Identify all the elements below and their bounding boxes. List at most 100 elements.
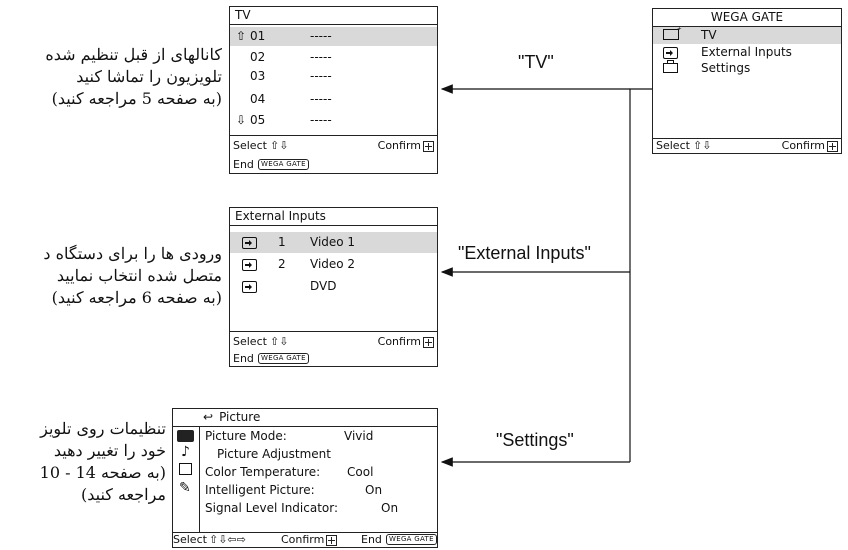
description-line: متصل شده انتخاب نمایید xyxy=(56,266,222,285)
setting-label: Picture Adjustment xyxy=(217,447,331,461)
wega-gate-key: WEGA GATE xyxy=(258,353,309,364)
setting-value: Cool xyxy=(347,465,374,479)
channel-row[interactable]: ⇧ 01 ----- xyxy=(230,27,437,46)
tv-title: TV xyxy=(230,7,437,25)
select-arrows-icon: ⇧⇩⇦⇨ xyxy=(209,533,246,546)
channel-row[interactable]: ⇩ 05 ----- xyxy=(230,111,437,130)
wega-footer: Select ⇧⇩ Confirm xyxy=(653,138,841,153)
input-name: Video 2 xyxy=(310,257,356,271)
setting-row[interactable]: Picture Adjustment xyxy=(217,445,433,463)
setting-label: Signal Level Indicator: xyxy=(205,501,339,515)
arrow-label-external: "External Inputs" xyxy=(458,243,591,263)
description-line: (به صفحه 6 مراجعه کنید) xyxy=(51,288,222,307)
setting-row[interactable]: Intelligent Picture: On xyxy=(205,481,433,499)
setting-label: Intelligent Picture: xyxy=(205,483,315,497)
description-line: کانالهای از قبل تنظیم شده xyxy=(45,45,222,64)
settings-footer: Select ⇧⇩⇦⇨ Confirm End WEGA GATE xyxy=(173,532,437,547)
footer-select: Select xyxy=(173,533,207,546)
description-line: (به صفحه 14 - 10 xyxy=(39,463,166,482)
toolbox-icon xyxy=(663,63,678,73)
description-line: ورودی ها را برای دستگاه د xyxy=(43,244,222,263)
confirm-icon xyxy=(326,535,337,546)
description-line: مراجعه کنید) xyxy=(80,485,166,504)
footer-end: End xyxy=(233,352,254,365)
description-line: خود را تغییر دهید xyxy=(53,441,166,460)
scroll-down-icon: ⇩ xyxy=(236,113,247,127)
description-line: تنظیمات روی تلویز xyxy=(40,419,166,438)
settings-icon-column xyxy=(173,426,200,533)
wega-item-label: Settings xyxy=(701,61,751,75)
footer-confirm: Confirm xyxy=(377,335,421,348)
external-description: ورودی ها را برای دستگاه د متصل شده انتخا… xyxy=(43,243,222,309)
footer-select: Select xyxy=(233,335,267,348)
tv-description: کانالهای از قبل تنظیم شده تلویزیون را تم… xyxy=(45,44,222,110)
toolbox-icon-handle xyxy=(667,60,674,64)
footer-confirm: Confirm xyxy=(781,139,825,152)
confirm-icon xyxy=(423,141,434,152)
setting-value: On xyxy=(365,483,383,497)
wega-gate-panel: WEGA GATE ⁺ TV External Inputs Settings … xyxy=(652,8,842,154)
wega-gate-key: WEGA GATE xyxy=(258,159,309,170)
setting-label: Color Temperature: xyxy=(205,465,321,479)
wega-item-external[interactable]: External Inputs xyxy=(653,44,841,60)
arrow-label-tv: "TV" xyxy=(518,52,554,72)
external-input-icon xyxy=(663,47,678,59)
external-input-icon xyxy=(242,237,257,249)
wega-gate-title: WEGA GATE xyxy=(653,9,841,27)
tv-footer: Select ⇧⇩ Confirm End WEGA GATE xyxy=(230,135,437,174)
channel-number: 02 xyxy=(250,50,266,64)
select-arrows-icon: ⇧⇩ xyxy=(270,335,289,348)
channel-number: 04 xyxy=(250,92,266,106)
settings-title: Picture xyxy=(219,410,261,424)
channel-number: 01 xyxy=(250,29,266,43)
back-arrow-icon: ↩ xyxy=(203,410,214,424)
dvd-input-icon xyxy=(242,281,257,293)
setting-row[interactable]: Picture Mode: Vivid xyxy=(205,427,433,445)
wega-gate-key: WEGA GATE xyxy=(386,534,437,545)
footer-confirm: Confirm xyxy=(281,533,325,546)
external-inputs-title: External Inputs xyxy=(230,208,437,226)
wega-item-label: External Inputs xyxy=(701,45,792,59)
wega-item-tv[interactable]: ⁺ TV xyxy=(653,27,841,44)
settings-description: تنظیمات روی تلویز خود را تغییر دهید (به … xyxy=(40,418,166,506)
select-arrows-icon: ⇧⇩ xyxy=(270,139,289,152)
setup-category-icon[interactable]: ✎ xyxy=(179,480,191,496)
sound-category-icon[interactable]: ♪ xyxy=(181,444,190,460)
tv-icon xyxy=(663,29,679,40)
channel-number: 03 xyxy=(250,69,266,83)
tv-panel: TV ⇧ 01 ----- 02 ----- 03 ----- 04 -----… xyxy=(229,6,438,174)
input-name: DVD xyxy=(310,279,337,293)
input-row[interactable]: 1 Video 1 xyxy=(230,232,437,253)
settings-title-bar: ↩ Picture xyxy=(173,409,437,427)
select-arrows-icon: ⇧⇩ xyxy=(693,139,712,152)
channel-name: ----- xyxy=(310,50,332,64)
screen-category-icon[interactable] xyxy=(179,463,192,475)
setting-value: Vivid xyxy=(344,429,374,443)
external-inputs-panel: External Inputs 1 Video 1 2 Video 2 DVD … xyxy=(229,207,438,367)
input-name: Video 1 xyxy=(310,235,356,249)
picture-category-icon[interactable] xyxy=(177,430,194,442)
setting-row[interactable]: Signal Level Indicator: On xyxy=(205,499,433,517)
arrow-label-settings: "Settings" xyxy=(496,430,574,450)
footer-end: End xyxy=(361,533,382,546)
description-line: (به صفحه 5 مراجعه کنید) xyxy=(51,89,222,108)
wega-item-label: TV xyxy=(701,28,717,42)
channel-row[interactable]: 04 ----- xyxy=(230,90,437,109)
confirm-icon xyxy=(423,337,434,348)
wega-item-settings[interactable]: Settings xyxy=(653,60,841,76)
tv-icon-antenna: ⁺ xyxy=(677,26,682,36)
channel-row[interactable]: 02 ----- xyxy=(230,48,437,67)
channel-number: 05 xyxy=(250,113,266,127)
channel-name: ----- xyxy=(310,92,332,106)
input-row[interactable]: DVD xyxy=(230,276,437,297)
channel-row[interactable]: 03 ----- xyxy=(230,67,437,86)
footer-end: End xyxy=(233,158,254,171)
input-number: 2 xyxy=(278,257,286,271)
input-row[interactable]: 2 Video 2 xyxy=(230,254,437,275)
footer-confirm: Confirm xyxy=(377,139,421,152)
settings-panel: ↩ Picture ♪ ✎ Picture Mode: Vivid Picture… xyxy=(172,408,438,548)
external-input-icon xyxy=(242,259,257,271)
setting-row[interactable]: Color Temperature: Cool xyxy=(205,463,433,481)
description-line: تلویزیون را تماشا کنید xyxy=(76,67,222,86)
